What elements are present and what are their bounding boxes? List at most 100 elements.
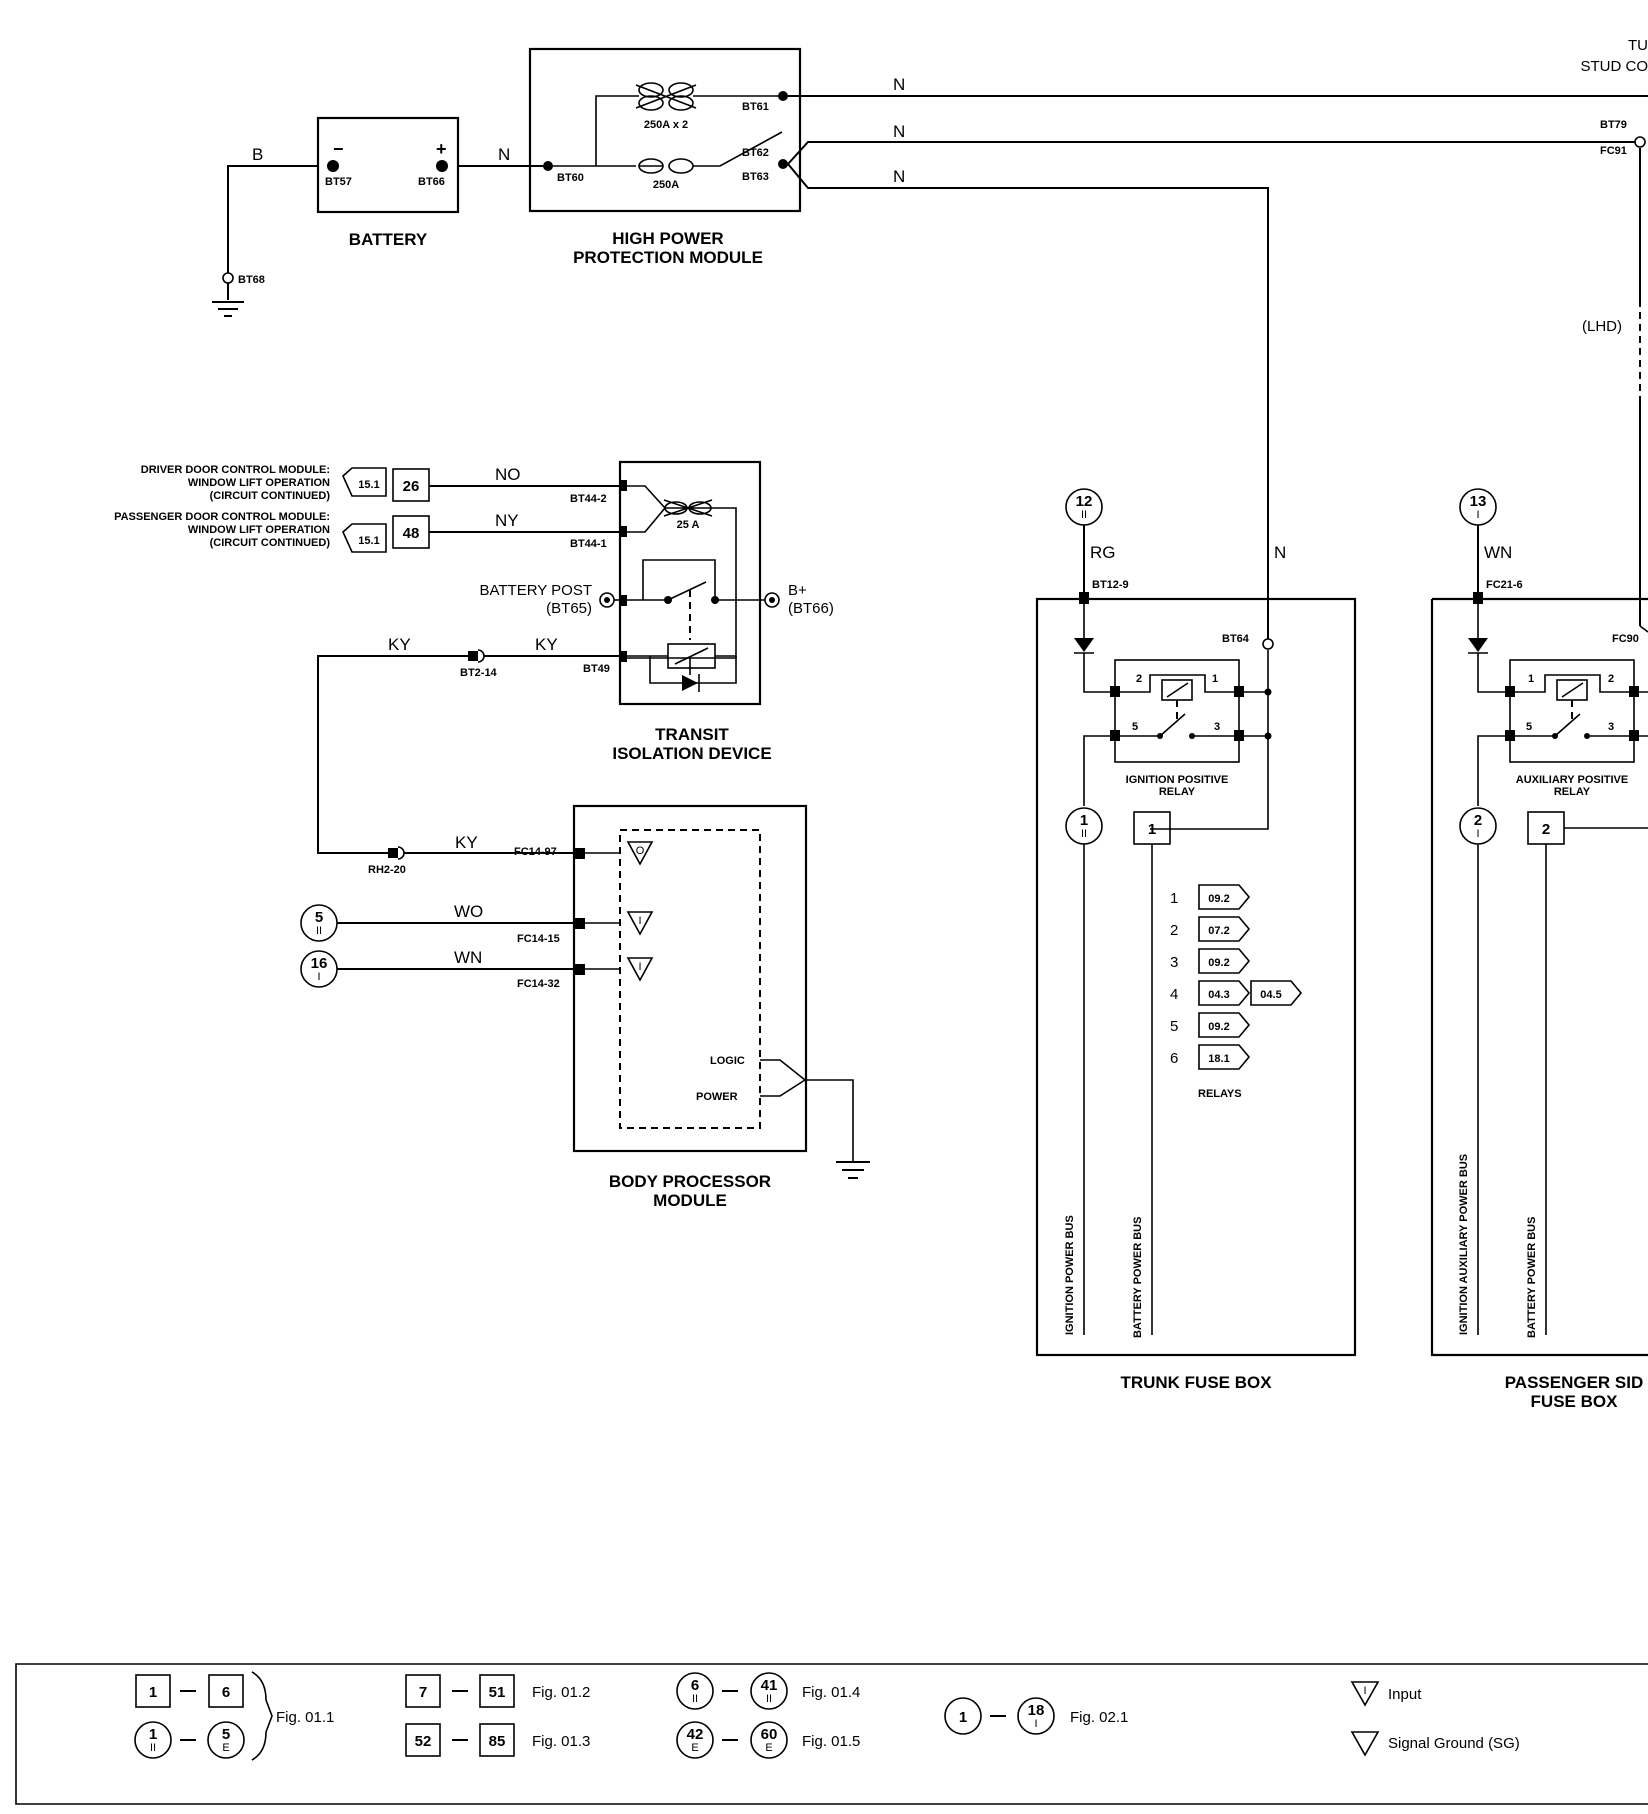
relay-row-4-ref: 04.3 — [1208, 989, 1229, 1001]
relay-row-1-ref: 09.2 — [1208, 893, 1229, 905]
relay-row-4-num: 4 — [1170, 986, 1178, 1003]
wire-ky-1: KY — [388, 635, 411, 654]
wire-n-battery: N — [498, 145, 510, 164]
wire-n-trunk: N — [1274, 543, 1286, 562]
driver-door-line2: WINDOW LIFT OPERATION — [188, 477, 330, 489]
legend-b2: 51 — [489, 1684, 506, 1701]
trunk-box-title: TRUNK FUSE BOX — [1120, 1373, 1272, 1392]
pin-fc14-32: FC14-32 — [517, 978, 560, 990]
relay-row-4-b-ref: 04.5 — [1260, 989, 1281, 1001]
relay-row-4-tag — [1198, 980, 1251, 1006]
ref-1-sub: II — [1081, 828, 1087, 840]
legend-c-fig2: Fig. 01.5 — [802, 1733, 860, 1750]
wire-b: B — [252, 145, 263, 164]
wire-rg: RG — [1090, 543, 1116, 562]
ground-symbol-battery — [212, 283, 244, 317]
battery-pos-terminal: BT66 — [418, 176, 445, 188]
passenger-door-line3: (CIRCUIT CONTINUED) — [210, 537, 331, 549]
ref-5-num: 5 — [315, 909, 323, 926]
wire-no: NO — [495, 465, 521, 484]
wire-ky-3: KY — [455, 833, 478, 852]
ref-13-sub: I — [1476, 509, 1479, 521]
trunk-relay-label-1: IGNITION POSITIVE — [1126, 774, 1229, 786]
ground-terminal-bt68: BT68 — [238, 274, 265, 286]
tri-i-1: I — [638, 915, 641, 927]
passenger-door-num: 48 — [403, 525, 420, 542]
bplus-label-2: (BT66) — [788, 600, 834, 617]
pin-fc90: FC90 — [1612, 633, 1639, 645]
driver-door-fig: 15.1 — [358, 479, 379, 491]
ref-13-num: 13 — [1470, 493, 1487, 510]
pin-fc14-97: FC14-97 — [514, 846, 557, 858]
pass-relay-p3: 3 — [1608, 721, 1614, 733]
passenger-door-line2: WINDOW LIFT OPERATION — [188, 524, 330, 536]
relay-row-1-num: 1 — [1170, 890, 1178, 907]
pass-box-title-1: PASSENGER SID — [1505, 1373, 1644, 1392]
tri-o: O — [636, 845, 645, 857]
fuse-label-250a-x2: 250A x 2 — [644, 119, 688, 131]
bus-battery-power-trunk: BATTERY POWER BUS — [1132, 1217, 1144, 1338]
legend-c2-sub: II — [766, 1693, 772, 1705]
body-processor-module: O I I LOGIC POWER FC14-97 FC14-15 FC14-3… — [514, 804, 870, 1210]
legend-c4-sub: E — [765, 1742, 772, 1754]
legend-a2: 6 — [222, 1684, 230, 1701]
bus-ignition-aux-power: IGNITION AUXILIARY POWER BUS — [1458, 1154, 1470, 1335]
legend-a1: 1 — [149, 1684, 157, 1701]
wire-ny: NY — [495, 511, 519, 530]
legend-b4: 85 — [489, 1733, 506, 1750]
ref-12-num: 12 — [1076, 493, 1093, 510]
pass-box-2: 2 — [1542, 821, 1550, 838]
relay-row-2-num: 2 — [1170, 922, 1178, 939]
pin-bt49: BT49 — [583, 663, 610, 675]
trunk-box-1: 1 — [1148, 821, 1156, 838]
legend-b-fig2: Fig. 01.3 — [532, 1733, 590, 1750]
ground-symbol-bpm — [836, 1161, 870, 1179]
battery-neg-terminal: BT57 — [325, 176, 352, 188]
conn-bt2-14: BT2-14 — [460, 667, 498, 679]
transit-isolation-device: 25 A BATTERY POST (BT65) B+ (BT66) TRANS… — [479, 460, 834, 763]
pin-fc21-6: FC21-6 — [1486, 579, 1523, 591]
wire-wo: WO — [454, 902, 483, 921]
driver-door-line1: DRIVER DOOR CONTROL MODULE: — [141, 464, 330, 476]
wire-wn-bpm: WN — [454, 948, 482, 967]
legend-c2: 41 — [761, 1677, 778, 1694]
wire-n-2: N — [893, 122, 905, 141]
legend-d2-sub: I — [1034, 1718, 1037, 1730]
trunk-relay-p2: 2 — [1136, 673, 1142, 685]
pin-bt44-1: BT44-1 — [570, 538, 607, 550]
relay-row-3-tag — [1198, 948, 1251, 974]
bpm-title-1: BODY PROCESSOR — [609, 1172, 771, 1191]
bus-battery-power-pass: BATTERY POWER BUS — [1526, 1217, 1538, 1338]
legend-b1: 7 — [419, 1684, 427, 1701]
input-triangle-icon — [1350, 1681, 1380, 1707]
high-power-protection-module: BT60 250A x 2 250A BT61 BT62 BT63 HIGH P… — [528, 47, 802, 267]
top-right-label-1: TU — [1628, 37, 1648, 54]
tid-fuse-label: 25 A — [677, 519, 700, 531]
hppm-out-bt61: BT61 — [742, 101, 769, 113]
legend-c1: 6 — [691, 1677, 699, 1694]
hppm-out-bt63: BT63 — [742, 171, 769, 183]
relay-row-1-tag — [1198, 884, 1251, 910]
relays-label: RELAYS — [1198, 1088, 1242, 1100]
legend-input: Input — [1388, 1686, 1422, 1703]
legend-d1: 1 — [959, 1709, 967, 1726]
driver-door-reference: DRIVER DOOR CONTROL MODULE: WINDOW LIFT … — [141, 464, 430, 502]
wire-n-1: N — [893, 75, 905, 94]
battery-title: BATTERY — [349, 230, 428, 249]
ref-12-sub: II — [1081, 509, 1087, 521]
legend-c3: 42 — [687, 1726, 704, 1743]
wire-ky-2: KY — [535, 635, 558, 654]
relay-row-4-b-tag — [1250, 980, 1303, 1006]
ref-1-num: 1 — [1080, 812, 1088, 829]
relay-row-6-tag — [1198, 1044, 1251, 1070]
legend-c3-sub: E — [691, 1742, 698, 1754]
passenger-door-line1: PASSENGER DOOR CONTROL MODULE: — [114, 511, 330, 523]
bpm-title-2: MODULE — [653, 1191, 727, 1210]
legend: 1 6 1 II 5 E Fig. 01.1 7 51 Fig. 01.2 52… — [15, 1663, 1648, 1805]
passenger-side-fuse-box: 13 I WN FC21-6 1 2 5 3 AUXILIARY POSITIV… — [1430, 488, 1648, 1411]
signal-ground-triangle-icon — [1350, 1731, 1380, 1757]
legend-c-fig: Fig. 01.4 — [802, 1684, 860, 1701]
wire-n-3: N — [893, 167, 905, 186]
hppm-title-2: PROTECTION MODULE — [573, 248, 763, 267]
